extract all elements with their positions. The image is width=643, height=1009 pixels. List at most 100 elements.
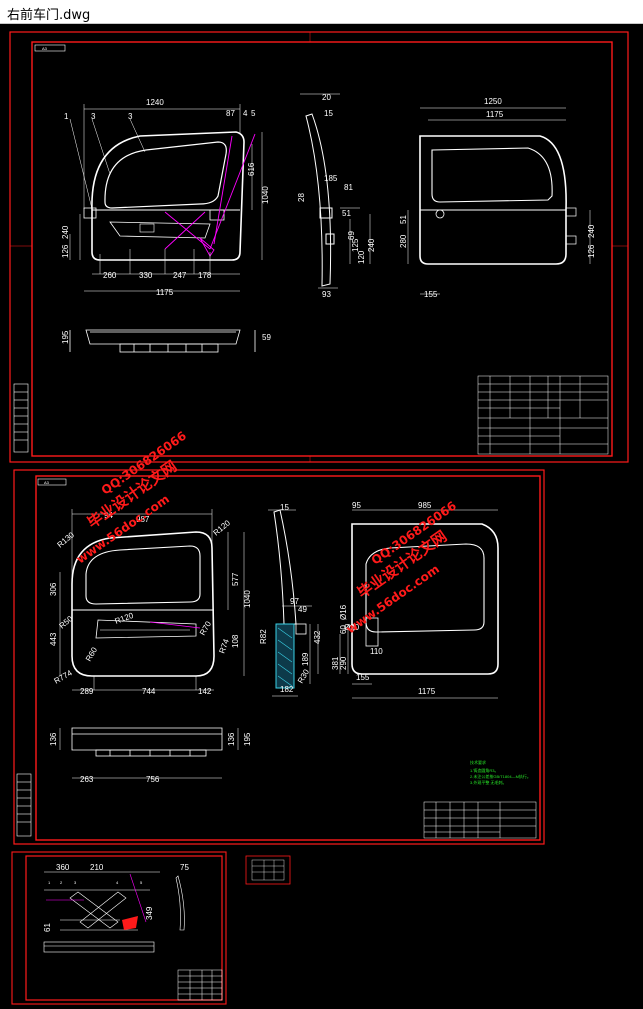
sheet-1-title-block (477, 375, 609, 455)
s2-dim-r70: R70 (198, 619, 213, 637)
s2-side-dim-97: 97 (290, 597, 299, 606)
sheet-2-inner-frame (35, 475, 541, 841)
s2-side-dim-182: 182 (280, 685, 294, 694)
window-titlebar: 右前车门.dwg (0, 0, 643, 24)
s3-callout-4: 4 (116, 880, 119, 885)
dim-330: 330 (139, 271, 153, 280)
dim-260: 260 (103, 271, 117, 280)
sheet-2-size-tag-box (37, 478, 67, 486)
dim-87: 87 (226, 109, 235, 118)
sheet-3-outer-frame (11, 851, 227, 1005)
rear-dim-1175: 1175 (486, 110, 504, 119)
rear-dim-155: 155 (424, 290, 438, 299)
s3-callout-1: 1 (48, 880, 51, 885)
sheet-2-outer-frame (13, 469, 545, 845)
dim-195: 195 (61, 330, 70, 344)
s2-dim-94: 94 (104, 511, 113, 520)
s3-dim-210: 210 (90, 863, 104, 872)
side-dim-125: 125 (351, 238, 360, 252)
callout-1: 1 (64, 112, 69, 121)
drawing-svg[interactable]: A3 (0, 24, 643, 1009)
s3-dim-61: 61 (43, 923, 52, 932)
s3-callout-2: 2 (60, 880, 63, 885)
callout-3a: 3 (91, 112, 96, 121)
sheet-1: A3 (9, 31, 629, 463)
s2-dim-r120: R120 (212, 518, 233, 538)
s2-rear-dim-d16: Ø16 (339, 604, 348, 620)
s2-rear-dim-381: 381 (331, 656, 340, 670)
sheet-1-center-marks (10, 32, 628, 462)
sheet-3-inner-frame (25, 855, 223, 1001)
s2-dim-195: 195 (243, 732, 252, 746)
dim-59: 59 (262, 333, 271, 342)
s2-dim-443: 443 (49, 632, 58, 646)
s2-rear-dim-1175: 1175 (418, 687, 436, 696)
sheet-3-title-block (177, 969, 223, 1001)
sheet-2-side-strip (16, 773, 32, 837)
rear-dim-280: 280 (399, 234, 408, 248)
sheet-1-door-front-view (83, 131, 245, 261)
sheet-2-section-view (268, 509, 319, 697)
sheet-1-outer-frame (9, 31, 629, 463)
sheet-1-door-rear-view (407, 107, 591, 295)
side-dim-240: 240 (367, 238, 376, 252)
s2-side-dim-r30: R30 (296, 667, 311, 685)
cad-drawing-canvas[interactable]: A3 (0, 24, 643, 1009)
sheet-4-small-table (245, 855, 291, 885)
s2-dim-1040: 1040 (243, 590, 252, 608)
sheet-1-size-tag: A3 (42, 46, 48, 51)
sheet-1-inner-frame (31, 41, 613, 457)
sheet-1-callout-lines (164, 133, 256, 257)
dim-1040: 1040 (261, 186, 270, 204)
side-dim-185: 185 (324, 174, 338, 183)
s2-dim-756: 756 (146, 775, 160, 784)
s3-dim-349: 349 (145, 906, 154, 920)
s2-side-dim-432: 432 (313, 630, 322, 644)
sheet-2-title-block (423, 801, 537, 839)
s2-rear-dim-985: 985 (418, 501, 432, 510)
s2-side-dim-r82: R82 (259, 629, 268, 644)
s2-rear-dim-95: 95 (352, 501, 361, 510)
s2-dim-987: 987 (136, 515, 150, 524)
s2-dim-108: 108 (231, 634, 240, 648)
s2-dim-744: 744 (142, 687, 156, 696)
side-dim-93: 93 (322, 290, 331, 299)
sheet-2-door-plan-view (59, 727, 239, 779)
rear-dim-240: 240 (587, 224, 596, 238)
side-dim-81: 81 (344, 183, 353, 192)
s2-rear-dim-290: 290 (339, 656, 348, 670)
rear-dim-126: 126 (587, 244, 596, 258)
sheet-3: 360 210 75 1 2 3 4 5 61 349 (11, 851, 227, 1005)
callout-3b: 3 (128, 112, 133, 121)
sheet-2-door-rear-view (339, 509, 499, 699)
dim-1175: 1175 (156, 288, 174, 297)
s2-dim-r774: R774 (53, 668, 75, 686)
sheet-1-size-tag-box (34, 44, 66, 52)
dim-247: 247 (173, 271, 187, 280)
side-dim-28: 28 (297, 193, 306, 202)
s2-rear-dim-60: 60 (339, 625, 348, 634)
sheet-2-door-front-view (71, 531, 215, 677)
sheet-1-door-plan-view (69, 329, 256, 353)
rear-dim-1250: 1250 (484, 97, 502, 106)
sheet-3-red-part (122, 916, 138, 930)
s2-dim-r120-b: R120 (114, 611, 136, 626)
s2-note-title: 技术要求 (470, 759, 486, 765)
s2-rear-dim-155: 155 (356, 673, 370, 682)
sheet-2-callout-lines (149, 621, 201, 629)
s3-callout-5: 5 (140, 880, 143, 885)
s2-dim-289: 289 (80, 687, 94, 696)
s2-dim-263: 263 (80, 775, 94, 784)
s3-dim-75: 75 (180, 863, 189, 872)
dim-126: 126 (61, 244, 70, 258)
dim-240: 240 (61, 225, 70, 239)
s2-rear-dim-110: 110 (370, 647, 383, 656)
s2-dim-306: 306 (49, 582, 58, 596)
callout-5: 5 (251, 109, 256, 118)
dim-178: 178 (198, 271, 212, 280)
s2-side-dim-189: 189 (301, 652, 310, 666)
s2-dim-136-a: 136 (49, 732, 58, 746)
rear-dim-51: 51 (399, 215, 408, 224)
dim-616: 616 (247, 162, 256, 176)
s2-dim-r130: R130 (56, 530, 77, 550)
